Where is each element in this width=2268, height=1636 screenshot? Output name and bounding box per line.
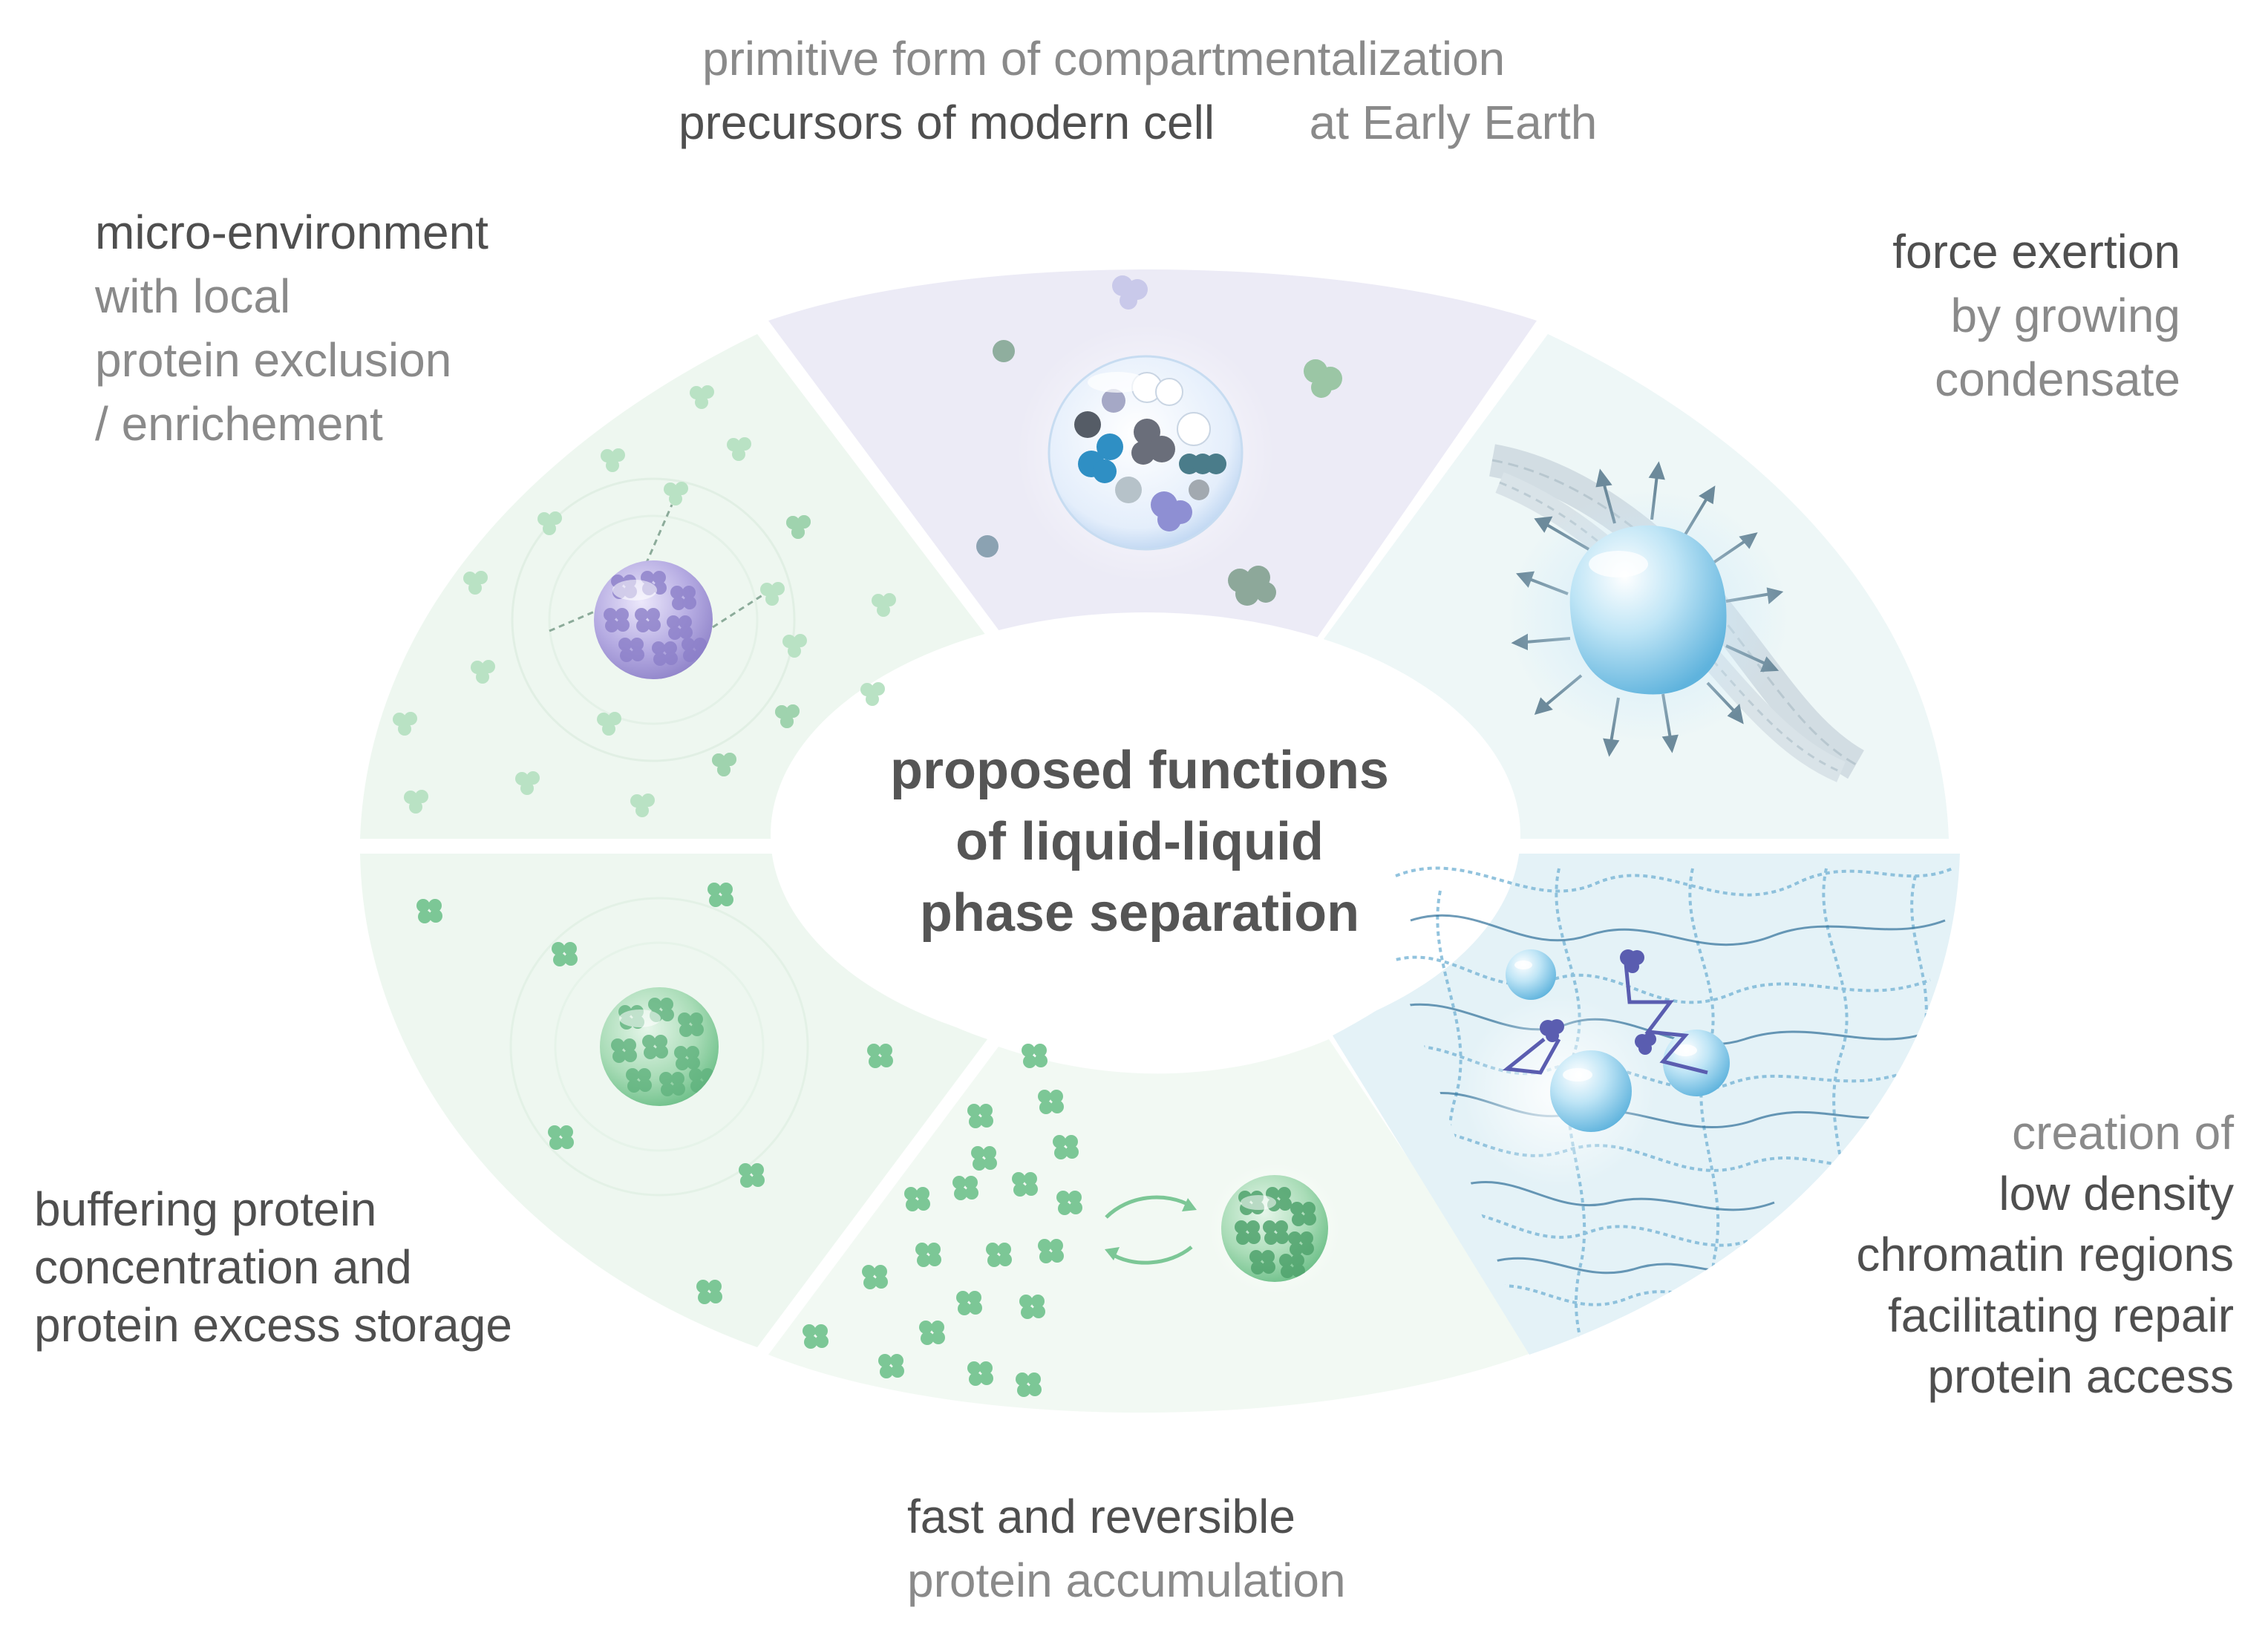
label-text: at Early Earth xyxy=(1309,96,1598,149)
label-text: creation of xyxy=(2012,1106,2234,1159)
blue-condensate-icon xyxy=(1488,444,1865,782)
label-top-line2: precursors of modern cell at Early Earth xyxy=(679,91,1597,154)
sector-fast-reversible xyxy=(768,1039,1537,1413)
label-text-emphasis: force exertion xyxy=(1892,225,2180,278)
label-bottom: fast and reversible protein accumulation xyxy=(907,1485,1346,1612)
label-text: by growing xyxy=(1950,289,2181,342)
center-title-line: of liquid-liquid xyxy=(955,812,1324,871)
floating-molecules xyxy=(976,275,1342,606)
protocell-droplet-icon xyxy=(1016,323,1275,583)
label-text-emphasis: micro-environment xyxy=(95,206,488,259)
label-text-emphasis: concentration and xyxy=(34,1240,412,1294)
label-text: with local xyxy=(95,269,291,323)
chromatin-droplets xyxy=(1463,949,1730,1188)
label-bottom-left: buffering protein concentration and prot… xyxy=(34,1180,512,1354)
label-text-emphasis: protein excess storage xyxy=(34,1298,512,1352)
label-text-emphasis: protein access xyxy=(1927,1349,2234,1403)
center-title: proposed functions of liquid-liquid phas… xyxy=(787,735,1492,949)
label-top-line1: primitive form of compartmentalization xyxy=(702,27,1505,91)
label-text: condensate xyxy=(1935,353,2180,406)
center-title-line: proposed functions xyxy=(890,741,1389,800)
label-text-emphasis: buffering protein xyxy=(34,1182,377,1236)
label-text: protein accumulation xyxy=(907,1554,1346,1607)
label-text: primitive form of compartmentalization xyxy=(702,32,1506,85)
purple-droplet-icon xyxy=(511,477,796,762)
reversible-arrows-icon xyxy=(1105,1195,1197,1265)
label-bottom-right: creation of low density chromatin region… xyxy=(1856,1102,2234,1407)
label-text: / enrichement xyxy=(95,397,383,451)
label-text-emphasis: low density xyxy=(1999,1167,2234,1220)
green-droplet-icon xyxy=(509,897,809,1197)
label-text-emphasis: fast and reversible xyxy=(907,1490,1295,1543)
label-text-emphasis: facilitating repair xyxy=(1888,1289,2234,1342)
label-top-left: micro-environment with local protein exc… xyxy=(95,200,488,456)
center-title-line: phase separation xyxy=(919,883,1360,943)
label-text-emphasis: chromatin regions xyxy=(1856,1228,2234,1281)
center-oval xyxy=(771,612,1520,1058)
label-text: protein exclusion xyxy=(95,333,452,387)
label-top-right: force exertion by growing condensate xyxy=(1892,220,2180,411)
label-text-emphasis: precursors of modern cell xyxy=(679,96,1215,149)
green-droplet-icon-small xyxy=(1208,1162,1341,1295)
